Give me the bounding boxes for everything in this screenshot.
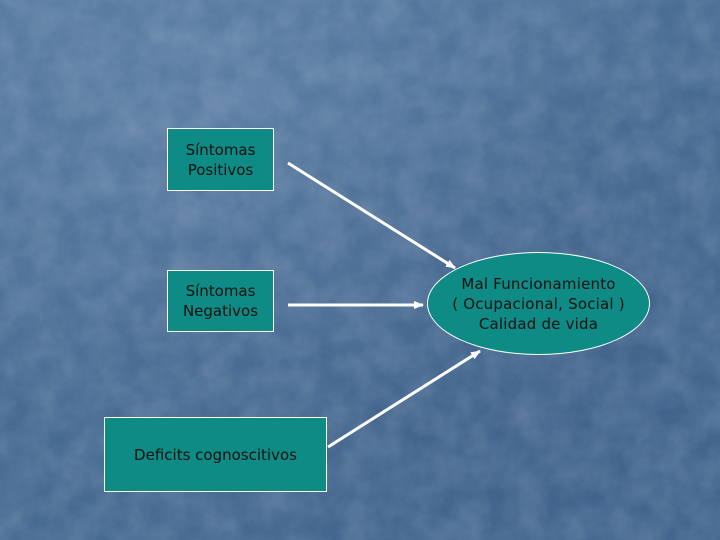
arrow-positivos-to-funcionamiento — [287, 161, 456, 270]
node-mal-funcionamiento-label: Mal Funcionamiento ( Ocupacional, Social… — [452, 274, 625, 333]
node-mal-funcionamiento: Mal Funcionamiento ( Ocupacional, Social… — [427, 252, 650, 355]
node-sintomas-negativos-label: Síntomas Negativos — [182, 282, 259, 320]
node-sintomas-negativos: Síntomas Negativos — [167, 270, 274, 332]
node-sintomas-positivos: Síntomas Positivos — [167, 128, 274, 191]
node-sintomas-positivos-label: Síntomas Positivos — [185, 140, 256, 179]
node-deficits-cognoscitivos: Deficits cognoscitivos — [104, 417, 327, 492]
node-deficits-cognoscitivos-label: Deficits cognoscitivos — [134, 445, 297, 464]
arrow-deficits-to-funcionamiento — [327, 349, 481, 449]
